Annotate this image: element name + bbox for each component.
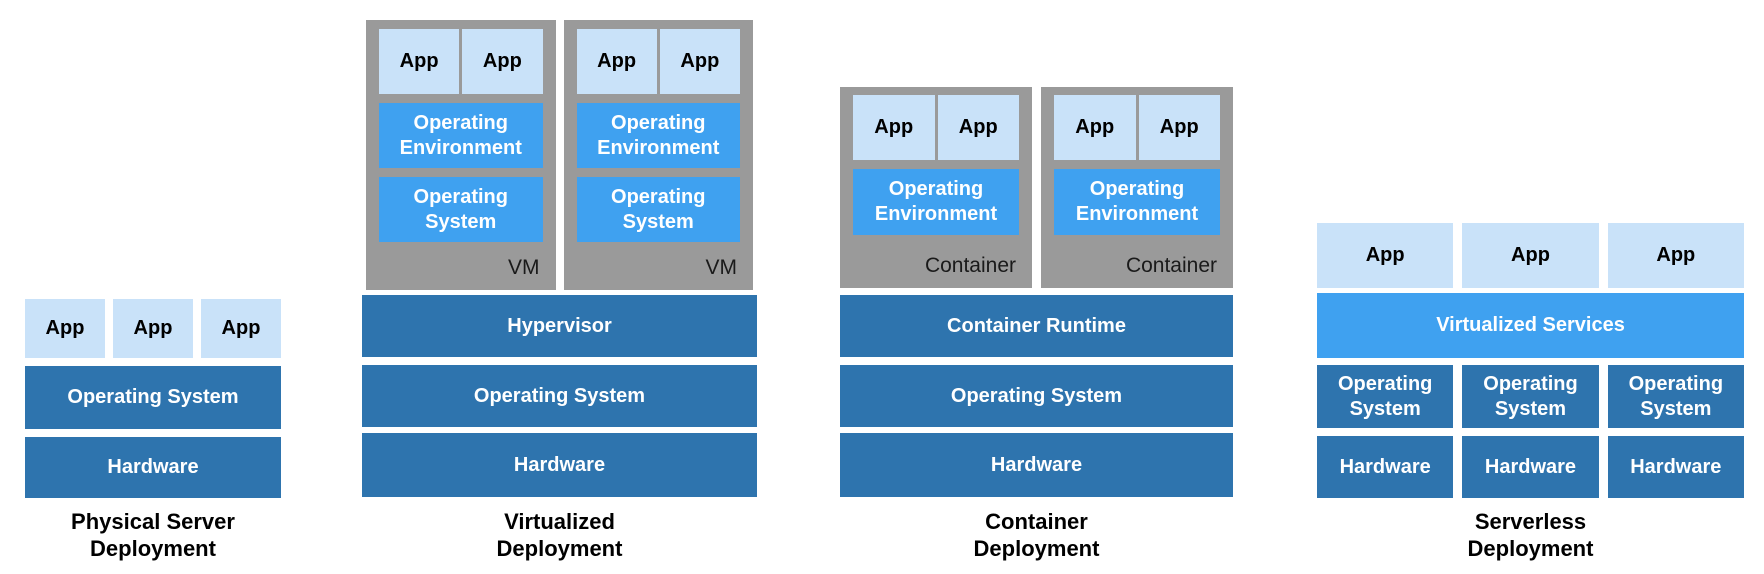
hardware-cell: Hardware <box>1462 436 1599 498</box>
app-box: App <box>25 299 105 358</box>
column-label-serverless: Serverless Deployment <box>1317 508 1744 562</box>
operating-system-cell: Operating System <box>1607 365 1744 428</box>
column-physical-server: App App App Operating System Hardware Ph… <box>25 0 281 574</box>
app-box: App <box>201 299 281 358</box>
app-box: App <box>853 95 935 160</box>
column-virtualized: App App Operating Environment Operating … <box>362 0 757 574</box>
app-box: App <box>1138 95 1220 160</box>
operating-environment-box: Operating Environment <box>576 103 740 168</box>
app-box: App <box>659 29 740 94</box>
container-apps-row: App App <box>853 95 1019 160</box>
label-line-2: Deployment <box>90 536 216 561</box>
vm-box: App App Operating Environment Operating … <box>563 20 753 290</box>
label-line-1: Physical Server <box>71 509 235 534</box>
container-apps-row: App App <box>1054 95 1220 160</box>
container-runtime-layer: Container Runtime <box>840 295 1233 357</box>
column-container: App App Operating Environment Container … <box>840 0 1233 574</box>
hypervisor-layer: Hypervisor <box>362 295 757 357</box>
operating-system-layer: Operating System <box>25 366 281 429</box>
operating-environment-box: Operating Environment <box>379 103 543 168</box>
app-box: App <box>113 299 193 358</box>
app-box: App <box>937 95 1019 160</box>
label-line-2: Deployment <box>496 536 623 561</box>
physical-apps-row: App App App <box>25 299 281 358</box>
label-line-1: Serverless <box>1474 509 1587 534</box>
vm-apps-row: App App <box>379 29 543 94</box>
operating-system-layer: Operating System <box>362 365 757 427</box>
vm-tag: VM <box>705 256 738 279</box>
serverless-hw-row: Hardware Hardware Hardware <box>1317 436 1744 498</box>
container-tag: Container <box>924 254 1016 277</box>
app-box: App <box>1607 223 1744 288</box>
hardware-layer: Hardware <box>362 433 757 497</box>
hardware-layer: Hardware <box>840 433 1233 497</box>
vm-apps-row: App App <box>576 29 740 94</box>
column-serverless: App App App Virtualized Services Operati… <box>1317 0 1744 574</box>
hardware-cell: Hardware <box>1317 436 1454 498</box>
container-box: App App Operating Environment Container <box>840 87 1032 288</box>
vm-row: App App Operating Environment Operating … <box>366 20 753 290</box>
operating-system-cell: Operating System <box>1462 365 1599 428</box>
hardware-cell: Hardware <box>1607 436 1744 498</box>
app-box: App <box>379 29 460 94</box>
serverless-os-row: Operating System Operating System Operat… <box>1317 365 1744 428</box>
operating-system-layer: Operating System <box>840 365 1233 427</box>
vm-box: App App Operating Environment Operating … <box>366 20 556 290</box>
label-line-1: Container <box>985 509 1088 534</box>
label-line-2: Deployment <box>1467 536 1594 561</box>
column-label-container: Container Deployment <box>840 508 1233 562</box>
container-tag: Container <box>1125 254 1217 277</box>
label-line-1: Virtualized <box>504 509 615 534</box>
serverless-apps-row: App App App <box>1317 223 1744 288</box>
column-label-physical: Physical Server Deployment <box>25 508 281 562</box>
operating-environment-box: Operating Environment <box>853 169 1019 235</box>
app-box: App <box>1462 223 1599 288</box>
app-box: App <box>576 29 657 94</box>
app-box: App <box>1054 95 1136 160</box>
container-row: App App Operating Environment Container … <box>840 87 1233 288</box>
operating-system-cell: Operating System <box>1317 365 1454 428</box>
operating-environment-box: Operating Environment <box>1054 169 1220 235</box>
app-box: App <box>462 29 543 94</box>
app-box: App <box>1317 223 1454 288</box>
operating-system-box: Operating System <box>379 177 543 242</box>
label-line-2: Deployment <box>973 536 1100 561</box>
operating-system-box: Operating System <box>576 177 740 242</box>
hardware-layer: Hardware <box>25 437 281 498</box>
column-label-virtualized: Virtualized Deployment <box>362 508 757 562</box>
vm-tag: VM <box>508 256 540 279</box>
container-box: App App Operating Environment Container <box>1041 87 1233 288</box>
virtualized-services-layer: Virtualized Services <box>1317 293 1744 358</box>
